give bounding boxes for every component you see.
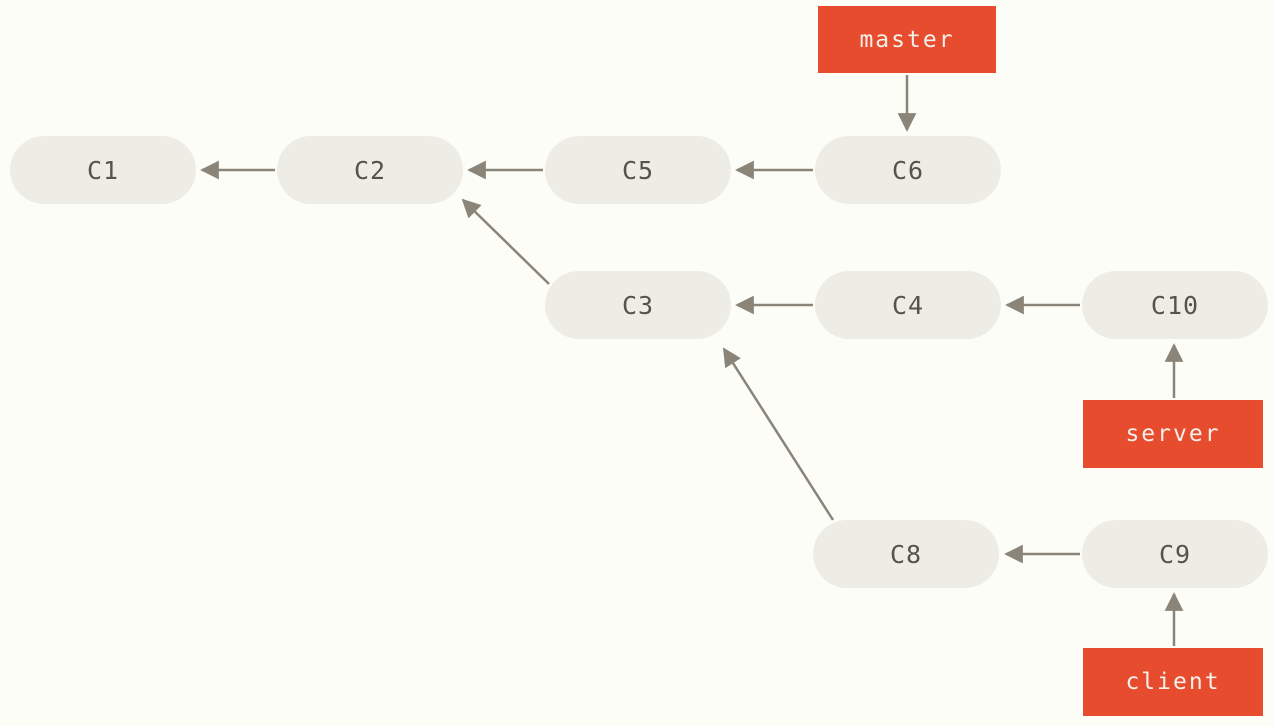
arrow-c3-c2 [461,198,550,285]
commit-node-c6: C6 [815,136,1001,204]
commit-node-c1: C1 [10,136,196,204]
commit-node-c3: C3 [545,271,731,339]
commit-node-c2: C2 [277,136,463,204]
arrow-c8-c3 [722,347,835,521]
commit-node-c10: C10 [1082,271,1268,339]
branch-label-client: client [1083,648,1263,716]
commit-node-c5: C5 [545,136,731,204]
commit-node-c9: C9 [1082,520,1268,588]
commit-node-c4: C4 [815,271,1001,339]
branch-label-master: master [818,6,996,73]
commit-node-c8: C8 [813,520,999,588]
branch-label-server: server [1083,400,1263,468]
